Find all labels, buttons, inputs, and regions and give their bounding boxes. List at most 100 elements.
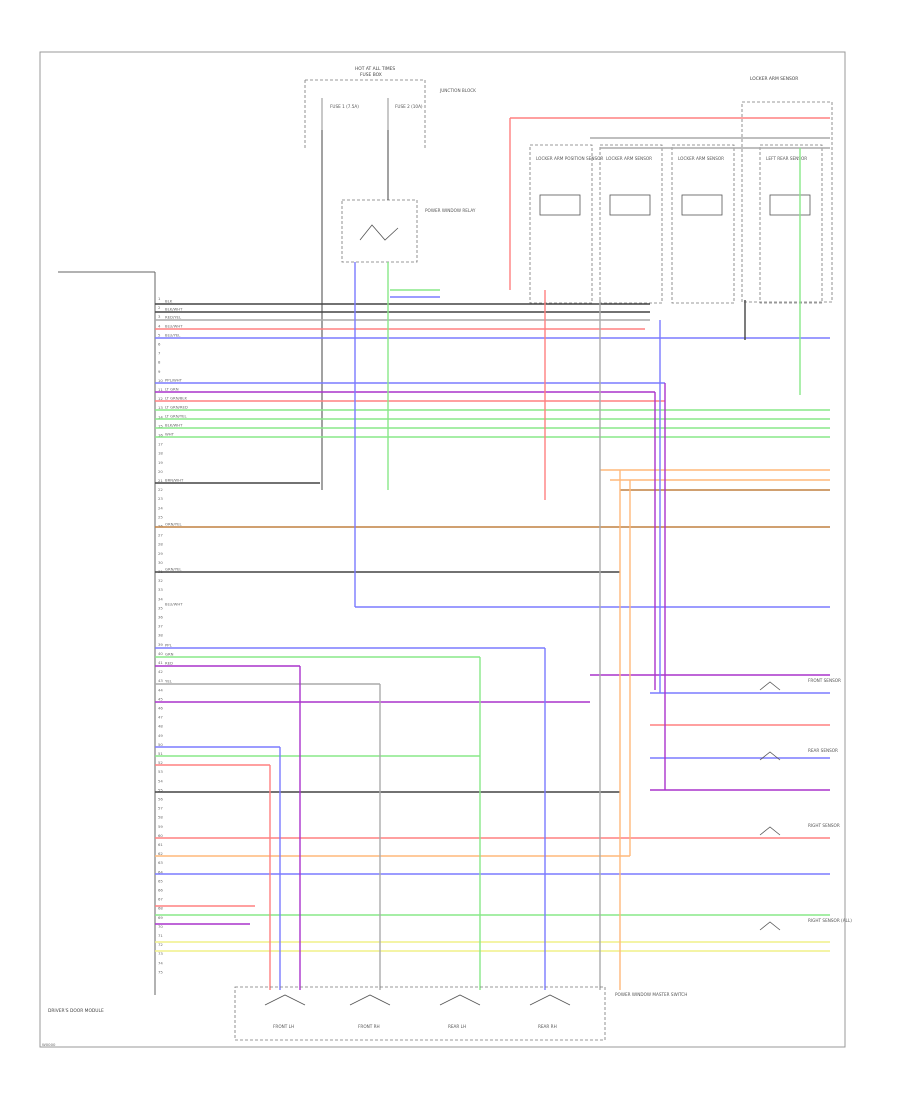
pin-label: 23 [158, 496, 163, 501]
switch-label: FRONT RH [358, 1024, 380, 1029]
wire-label: BLU/YEL [165, 333, 181, 338]
pin-label: 37 [158, 624, 163, 629]
switch-contact [439, 994, 481, 1006]
pin-label: 25 [158, 514, 163, 519]
pin-label: 43 [158, 678, 163, 683]
pin-label: 28 [158, 542, 163, 547]
device-contact [759, 826, 781, 836]
pin-label: 68 [158, 906, 163, 911]
pin-label: 13 [158, 405, 163, 410]
pin-label: 55 [158, 787, 163, 792]
pin-label: 32 [158, 578, 163, 583]
pin-label: 62 [158, 851, 163, 856]
pin-label: 63 [158, 860, 163, 865]
pin-label: 39 [158, 642, 163, 647]
actuator-label: LOCKER ARM SENSOR [606, 156, 652, 161]
pin-label: 27 [158, 533, 163, 538]
pin-label: 51 [158, 751, 163, 756]
pin-label: 70 [158, 924, 163, 929]
pin-label: 19 [158, 460, 163, 465]
wire-label: PPL/WHT [165, 378, 183, 383]
pin-label: 5 [158, 332, 161, 337]
pin-label: 61 [158, 842, 163, 847]
pin-label: 73 [158, 951, 163, 956]
pin-label: 69 [158, 915, 163, 920]
pin-label: 12 [158, 396, 163, 401]
pin-label: 46 [158, 706, 163, 711]
junction-label: JUNCTION BLOCK [439, 88, 476, 93]
wire-label: LT GRN/RED [165, 405, 188, 410]
wire-label: BLK [165, 299, 173, 304]
wire-label: BLU/WHT [165, 324, 183, 329]
connector-pin-labels: 1234567891011121314151617181920212223242… [158, 296, 163, 974]
pin-label: 53 [158, 769, 163, 774]
actuator-box [671, 144, 735, 304]
pin-label: 2 [158, 305, 161, 310]
actuator-motor [609, 194, 651, 216]
wire-label: GRN [165, 652, 174, 657]
pin-label: 4 [158, 323, 161, 328]
actuator-label: LOCKER ARM POSITION SENSOR [536, 156, 603, 161]
right-module-label: LOCKER ARM SENSOR [750, 76, 798, 82]
wire-label-group: BLKBLK/WHTRED/YELBLU/WHTBLU/YELPPL/WHTLT… [165, 299, 188, 684]
pin-label: 22 [158, 487, 163, 492]
footer-code: W0000 [42, 1042, 56, 1047]
power-window-relay: POWER WINDOW RELAY [341, 199, 476, 263]
wire-label: YEL [165, 679, 173, 684]
pin-label: 15 [158, 423, 163, 428]
wire-label: RED [165, 661, 173, 666]
pin-label: 1 [158, 296, 161, 301]
pin-label: 9 [158, 369, 161, 374]
switch-label: REAR RH [538, 1024, 557, 1029]
pin-label: 11 [158, 387, 163, 392]
fuse-box-sublabel: FUSE BOX [360, 72, 382, 78]
wire-label: LT GRN/YEL [165, 414, 188, 419]
wire-group [155, 117, 830, 990]
device-label: FRONT SENSOR [808, 678, 841, 683]
actuator-motor [769, 194, 811, 216]
pin-label: 7 [158, 351, 161, 356]
pin-label: 47 [158, 715, 163, 720]
pin-label: 38 [158, 633, 163, 638]
pin-label: 58 [158, 815, 163, 820]
wire-label: LT GRN [165, 387, 179, 392]
pin-label: 24 [158, 505, 163, 510]
fuse-b-label: FUSE 2 (10A) [395, 104, 423, 109]
fuse-box-label: HOT AT ALL TIMES [355, 66, 395, 72]
switch-contact [529, 994, 571, 1006]
actuator-label: LOCKER ARM SENSOR [678, 156, 724, 161]
wire-label: BLK/WHT [165, 307, 183, 312]
pin-label: 60 [158, 833, 163, 838]
pin-label: 42 [158, 669, 163, 674]
pin-label: 14 [158, 414, 163, 419]
wire-label: LT GRN/BLK [165, 396, 188, 401]
right-device-group: FRONT SENSOR REAR SENSOR RIGHT SENSOR RIGHT… [759, 678, 852, 931]
pin-label: 33 [158, 587, 163, 592]
pin-label: 36 [158, 615, 163, 620]
actuator-box [529, 144, 593, 304]
pin-label: 52 [158, 760, 163, 765]
device-contact [759, 681, 781, 691]
device-label: RIGHT SENSOR (ALL) [808, 918, 852, 923]
pin-label: 49 [158, 733, 163, 738]
actuator-motor [539, 194, 581, 216]
wire-label: WHT [165, 432, 175, 437]
pin-label: 67 [158, 897, 163, 902]
pin-label: 35 [158, 605, 163, 610]
pin-label: 18 [158, 451, 163, 456]
pin-label: 20 [158, 469, 163, 474]
device-label: RIGHT SENSOR [808, 823, 840, 828]
actuator-box [759, 144, 823, 304]
switch-contact [264, 994, 306, 1006]
pin-label: 65 [158, 878, 163, 883]
device-label: REAR SENSOR [808, 748, 838, 753]
pin-label: 45 [158, 696, 163, 701]
switch-label: REAR LH [448, 1024, 466, 1029]
pin-label: 8 [158, 360, 161, 365]
switch-label: FRONT LH [273, 1024, 294, 1029]
pin-label: 56 [158, 797, 163, 802]
pin-label: 59 [158, 824, 163, 829]
pin-label: 34 [158, 596, 163, 601]
actuator-label: LEFT REAR SENSOR [766, 156, 807, 161]
